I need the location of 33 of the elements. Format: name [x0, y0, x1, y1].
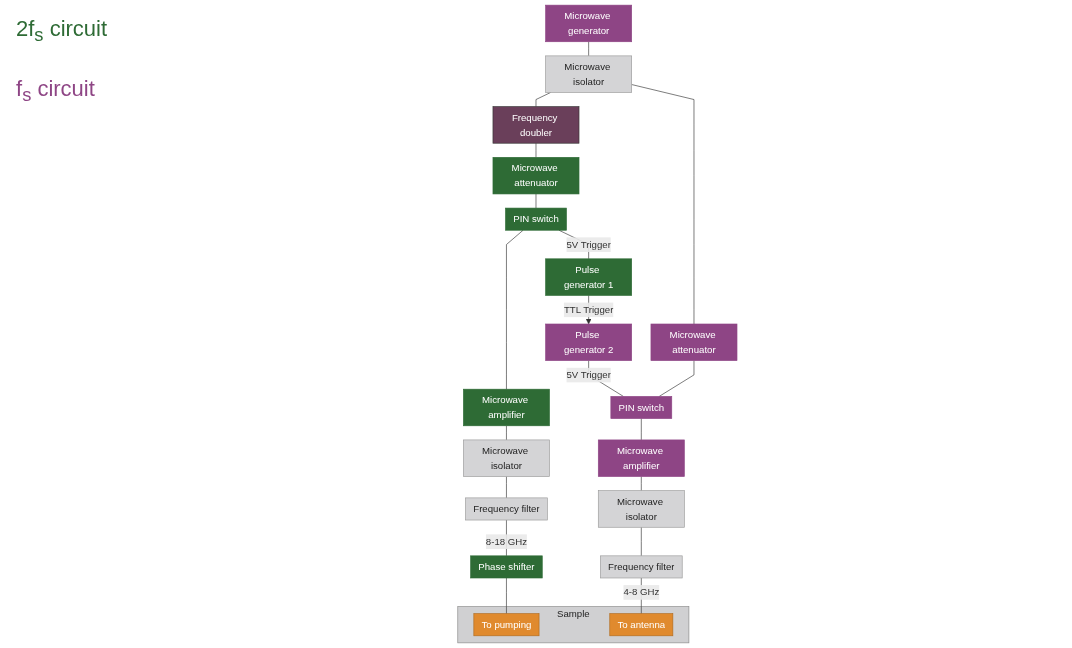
- node-box: Microwave amplifier: [463, 388, 550, 427]
- node-box: Pulse generator 1: [545, 258, 633, 296]
- node-box: Microwave isolator: [545, 55, 633, 93]
- connector: [631, 84, 695, 325]
- connector: [659, 360, 695, 397]
- edge-label: TTL Trigger: [564, 303, 614, 315]
- connector: [506, 476, 507, 499]
- node-box: Frequency doubler: [492, 106, 580, 144]
- node-box: Microwave isolator: [598, 490, 685, 528]
- circuit-label: f$_{s}$ circuit: [16, 76, 96, 107]
- node-box: Microwave amplifier: [598, 439, 685, 477]
- node-box: Microwave attenuator: [492, 157, 580, 195]
- node-box: PIN switch: [505, 207, 567, 231]
- node-box: Frequency filter: [465, 497, 548, 521]
- edge-label: 5V Trigger: [566, 238, 612, 250]
- connector: [506, 425, 507, 441]
- node-box: PIN switch: [610, 396, 673, 419]
- node-box: Microwave attenuator: [650, 323, 738, 361]
- node-box: Frequency filter: [600, 555, 683, 579]
- node-box: Phase shifter: [470, 555, 543, 579]
- connector: [506, 229, 524, 390]
- edge-label: 5V Trigger: [566, 368, 612, 380]
- node-box: To antenna: [609, 613, 674, 637]
- edge-label: 8-18 GHz: [485, 535, 528, 547]
- node-box: Microwave isolator: [463, 439, 550, 477]
- connector: [535, 193, 537, 209]
- circuit-label: 2f$_{s}$ circuit: [16, 16, 108, 47]
- edge-label: 4-8 GHz: [623, 586, 660, 598]
- connector: [535, 142, 537, 158]
- node-box: To pumping: [473, 613, 540, 637]
- node-box: Pulse generator 2: [545, 323, 633, 361]
- connector: [506, 577, 507, 614]
- node-box: Microwave generator: [545, 4, 633, 43]
